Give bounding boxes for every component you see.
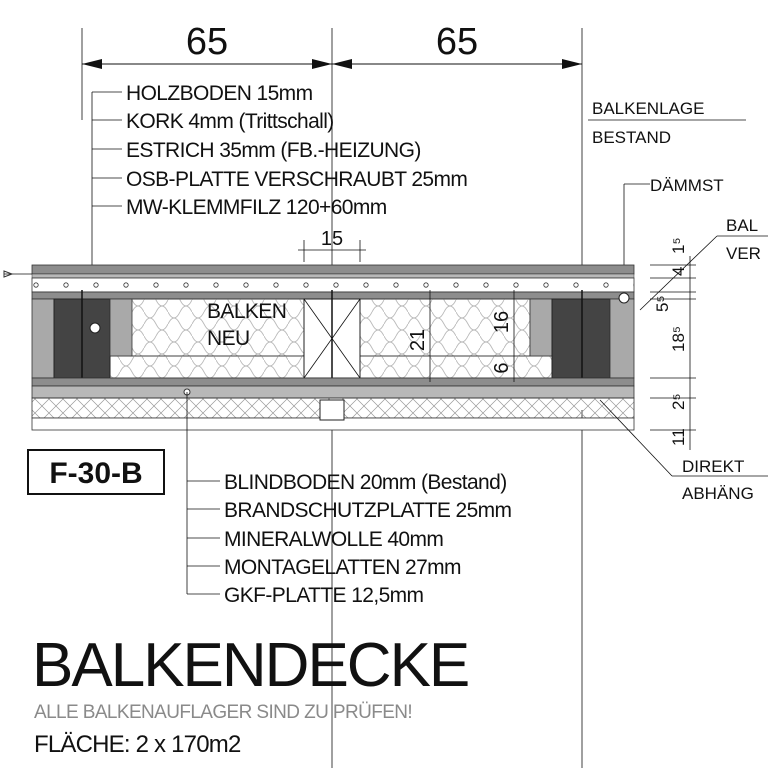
bal-ver-label: VER [726, 244, 761, 263]
fire-rating-badge: F-30-B [27, 449, 165, 495]
daemmst-label: DÄMMST [650, 176, 724, 195]
inspection-note: ALLE BALKENAUFLAGER SIND ZU PRÜFEN! [34, 702, 412, 723]
balkenlage-label: BALKENLAGE [592, 99, 704, 118]
layer-label: BLINDBODEN 20mm (Bestand) [224, 471, 507, 494]
dimension-65-left: 65 [186, 21, 228, 63]
layer-label: MW-KLEMMFILZ 120+60mm [126, 196, 387, 219]
bal-ver-label: BAL [726, 216, 758, 235]
dimension-right: 18⁵ [669, 326, 688, 352]
section-annotations: BALKEN NEU 15 21 16 6 [207, 228, 515, 382]
dimension-right: 1⁵ [669, 237, 688, 254]
dimension-right: 5⁵ [653, 295, 672, 312]
dimension-right: 11 [669, 428, 688, 446]
top-layer-labels: HOLZBODEN 15mm KORK 4mm (Trittschall) ES… [126, 82, 468, 219]
layer-label: ESTRICH 35mm (FB.-HEIZUNG) [126, 139, 421, 162]
layer-label: MINERALWOLLE 40mm [224, 528, 443, 551]
direkt-label: DIREKT ABHÄNG [599, 399, 768, 503]
layer-label: GKF-PLATTE 12,5mm [224, 584, 424, 607]
balken-neu-label: NEU [207, 327, 250, 350]
right-dimension-chain: 1⁵ 4 5⁵ 18⁵ 2⁵ 11 [650, 237, 696, 450]
layer-label: BRANDSCHUTZPLATTE 25mm [224, 499, 512, 522]
dimension-21: 21 [407, 329, 429, 351]
top-dimension-chain: 65 65 [82, 21, 582, 69]
dimension-15: 15 [321, 228, 343, 250]
dimension-right: 4 [669, 267, 688, 276]
dimension-16: 16 [491, 311, 513, 333]
layer-label: MONTAGELATTEN 27mm [224, 556, 461, 579]
layer-label: KORK 4mm (Trittschall) [126, 110, 334, 133]
balken-neu-label: BALKEN [207, 300, 286, 323]
right-labels: BALKENLAGE BESTAND DÄMMST BAL VER [588, 99, 768, 311]
layer-label: HOLZBODEN 15mm [126, 82, 313, 105]
direkt-text: DIREKT [682, 457, 744, 476]
bottom-layer-labels: BLINDBODEN 20mm (Bestand) BRANDSCHUTZPLA… [224, 471, 512, 607]
drawing-title: BALKENDECKE [32, 631, 468, 700]
badge-text: F-30-B [49, 457, 142, 490]
balkenlage-label: BESTAND [592, 128, 671, 147]
floor-section [3, 264, 635, 431]
area-label: FLÄCHE: 2 x 170m2 [34, 731, 241, 758]
abhaeng-text: ABHÄNG [682, 484, 754, 503]
dimension-65-right: 65 [436, 21, 478, 63]
dimension-right: 2⁵ [669, 393, 688, 410]
layer-label: OSB-PLATTE VERSCHRAUBT 25mm [126, 168, 467, 191]
axis-lines [81, 28, 583, 768]
dimension-6: 6 [491, 362, 513, 373]
bottom-layer-leaders [186, 392, 220, 595]
title-block: BALKENDECKE ALLE BALKENAUFLAGER SIND ZU … [32, 631, 470, 758]
